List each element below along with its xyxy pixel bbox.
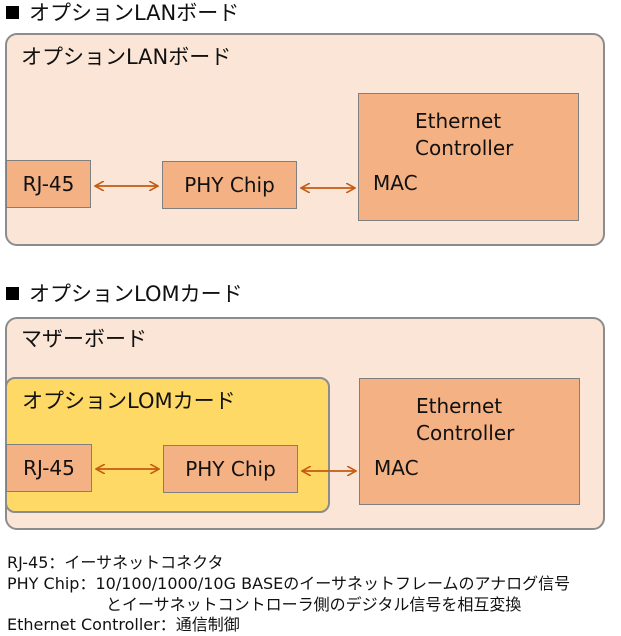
lom-card-panel-label: オプションLOMカード [22,389,236,413]
ethernet-controller-line1: Ethernet [416,394,503,418]
ethernet-controller-line2: Controller [416,421,515,445]
legend-ethernet-controller: Ethernet Controller：通信制御 [7,615,240,634]
section-heading-lom-card: オプションLOMカード [6,282,243,306]
phy-chip-box: PHY Chip [163,445,298,493]
section-heading-text: オプションLOMカード [29,282,243,306]
ethernet-controller-line2: Controller [415,136,514,160]
legend-rj45: RJ-45：イーサネットコネクタ [7,553,224,572]
mac-label: MAC [374,456,419,480]
legend-phy-chip-continued: とイーサネットコントローラ側のデジタル信号を相互変換 [106,595,522,614]
ethernet-controller-box: Ethernet Controller MAC [359,378,580,505]
phy-chip-box: PHY Chip [162,161,297,209]
rj45-box: RJ-45 [6,160,91,208]
ethernet-controller-label: Ethernet Controller [416,393,514,447]
mac-label: MAC [373,171,418,195]
square-bullet-icon [6,6,19,19]
ethernet-controller-line1: Ethernet [415,109,502,133]
section-heading-text: オプションLANボード [29,1,240,25]
ethernet-controller-box: Ethernet Controller MAC [358,93,579,221]
legend-phy-chip: PHY Chip：10/100/1000/10G BASEのイーサネットフレーム… [7,574,571,593]
motherboard-panel-label: マザーボード [21,327,147,351]
section-heading-lan-board: オプションLANボード [6,1,239,25]
square-bullet-icon [6,287,19,300]
rj45-box: RJ-45 [6,444,92,492]
ethernet-controller-label: Ethernet Controller [415,108,513,162]
lan-board-panel-label: オプションLANボード [21,45,232,69]
